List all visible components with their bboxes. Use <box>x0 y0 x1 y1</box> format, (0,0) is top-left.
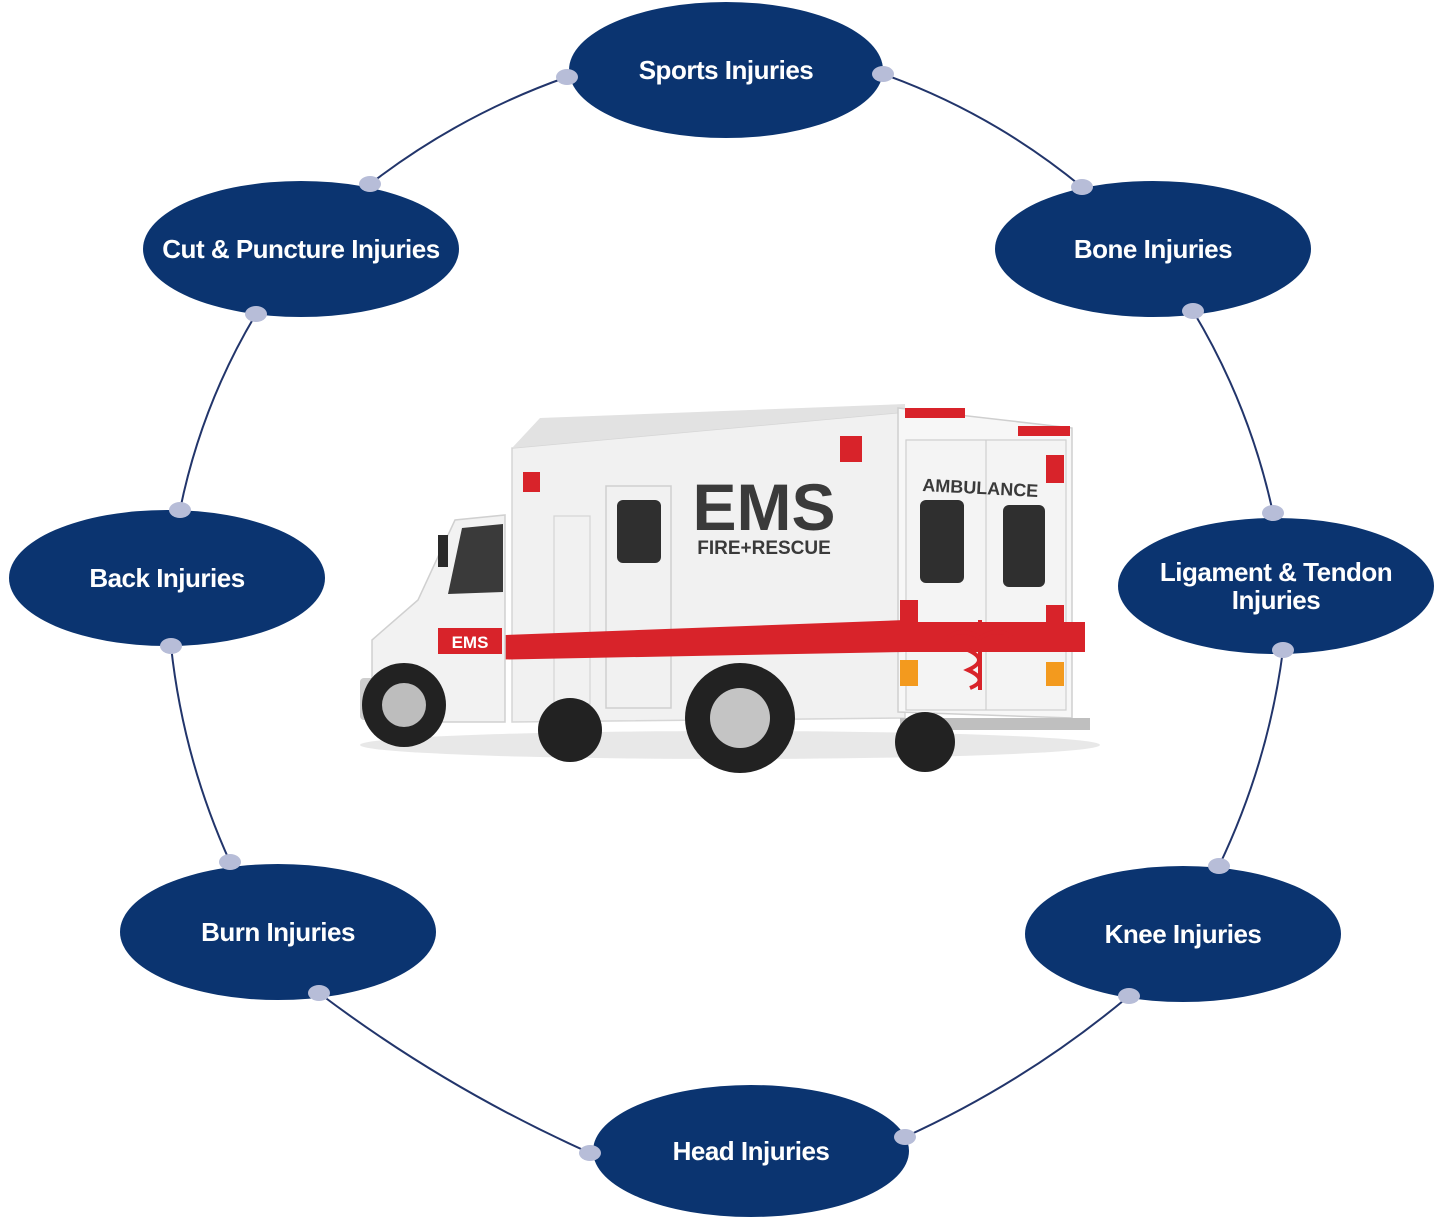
node-label: Head Injuries <box>673 1136 830 1166</box>
node-bone: Bone Injuries <box>995 181 1311 317</box>
connector-dot <box>894 1129 916 1145</box>
van-stripe-text: EMS <box>452 633 489 652</box>
node-ellipse <box>569 2 883 138</box>
connector-dot <box>169 502 191 518</box>
connector-line <box>179 313 257 511</box>
connector-line <box>318 992 591 1154</box>
node-label: Ligament & Tendon <box>1160 557 1392 587</box>
node-label: Sports Injuries <box>639 55 814 85</box>
van-side-text: EMS <box>692 470 835 544</box>
connector-line <box>369 76 568 185</box>
node-burn: Burn Injuries <box>120 864 436 1000</box>
node-ellipse <box>120 864 436 1000</box>
connector-line <box>904 995 1130 1138</box>
connector-dot <box>1272 642 1294 658</box>
node-ellipse <box>1025 866 1341 1002</box>
node-knee: Knee Injuries <box>1025 866 1341 1002</box>
connector-dot <box>160 638 182 654</box>
connector-dot <box>872 66 894 82</box>
connector-dot <box>1262 505 1284 521</box>
node-label: Bone Injuries <box>1074 234 1232 264</box>
node-cut: Cut & Puncture Injuries <box>143 181 459 317</box>
node-ellipse <box>995 181 1311 317</box>
node-sports: Sports Injuries <box>569 2 883 138</box>
node-ellipse <box>1118 518 1434 654</box>
connector-dot <box>245 306 267 322</box>
connector-line <box>1218 649 1284 867</box>
connector-dot <box>1182 303 1204 319</box>
ambulance-icon: EMS FIRE+RESCUE AMBULANCE EMS <box>360 404 1100 773</box>
node-ellipse <box>143 181 459 317</box>
node-back: Back Injuries <box>9 510 325 646</box>
connector-dot <box>1208 858 1230 874</box>
connector-dot <box>219 854 241 870</box>
caduceus-icon <box>943 620 1017 690</box>
connector-dot <box>1118 988 1140 1004</box>
node-ellipse <box>9 510 325 646</box>
node-head: Head Injuries <box>593 1085 909 1217</box>
connector-line <box>1192 310 1274 514</box>
van-side-subtext: FIRE+RESCUE <box>697 538 831 559</box>
node-label: Cut & Puncture Injuries <box>162 234 439 264</box>
connectors <box>170 73 1284 1154</box>
connector-dot <box>579 1145 601 1161</box>
connector-dot <box>1071 179 1093 195</box>
node-label: Injuries <box>1232 585 1321 615</box>
connector-dot <box>359 176 381 192</box>
node-label: Burn Injuries <box>201 917 355 947</box>
node-label: Knee Injuries <box>1105 919 1262 949</box>
connector-dot <box>556 69 578 85</box>
node-ellipse <box>593 1085 909 1217</box>
connector-line <box>170 645 231 863</box>
connector-dot <box>308 985 330 1001</box>
connector-line <box>882 73 1083 188</box>
node-label: Back Injuries <box>89 563 244 593</box>
